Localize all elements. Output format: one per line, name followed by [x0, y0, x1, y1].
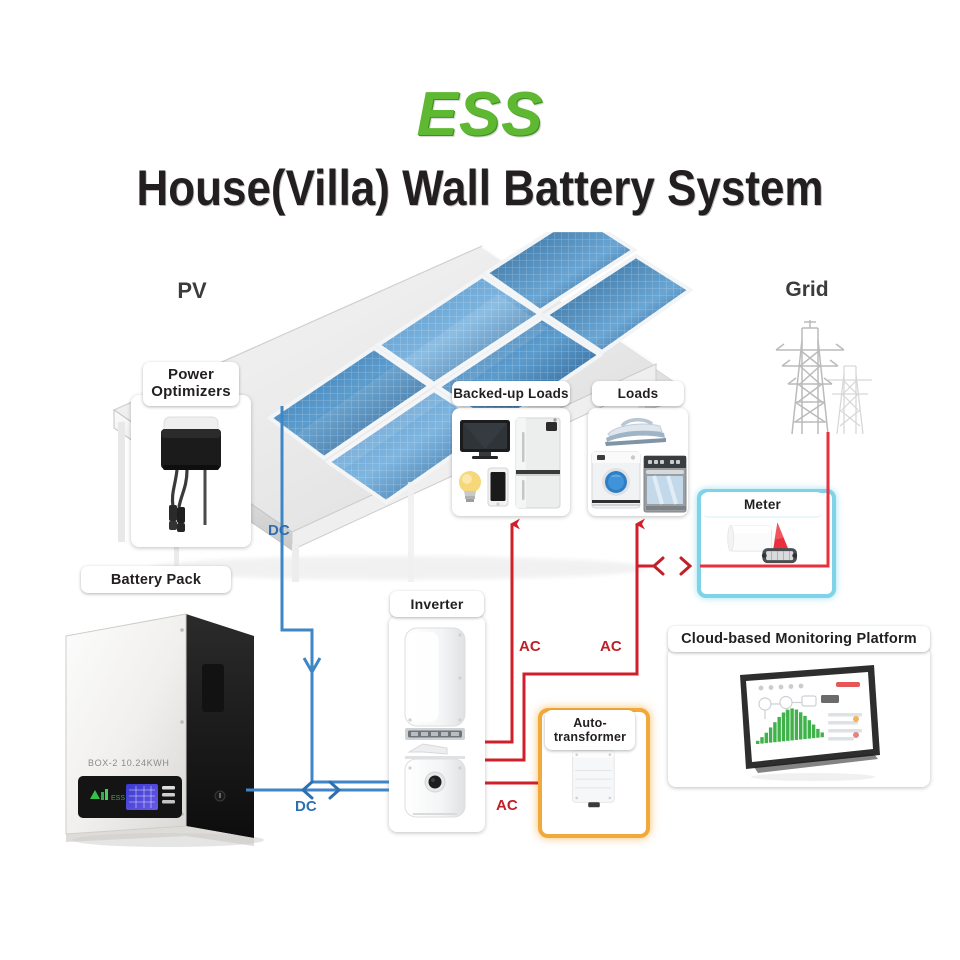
iron-icon	[605, 418, 666, 446]
dashboard-bar	[803, 715, 807, 740]
dc-direction-arrow	[302, 657, 322, 676]
wall-battery-icon: BOX-2 10.24KWH ESS	[65, 613, 264, 847]
ac-label-auto-transformer: AC	[496, 797, 518, 814]
dc-label-battery: DC	[295, 798, 317, 815]
battery-pack-label: Battery Pack	[81, 566, 231, 593]
washing-machine-icon	[591, 451, 641, 509]
backed-up-loads-appliances	[459, 417, 561, 509]
dashboard-bar	[773, 722, 777, 743]
loads-appliances	[591, 418, 687, 513]
ac-label-backed-up: AC	[519, 638, 541, 655]
auto-transformer-icon	[572, 749, 615, 808]
dashboard-bar	[811, 724, 816, 739]
grid-label: Grid	[785, 278, 829, 301]
dc-bidirectional-arrow	[300, 780, 342, 800]
svg-text:BOX-2 10.24KWH: BOX-2 10.24KWH	[88, 758, 169, 768]
dashboard-bar-chart	[756, 708, 824, 744]
inverter-label: Inverter	[390, 591, 484, 617]
power-optimizers-label-line2: Optimizers	[151, 383, 231, 400]
cloud-platform-label: Cloud-based Monitoring Platform	[668, 626, 930, 652]
television-icon	[460, 420, 510, 459]
power-optimizers-label: Power Optimizers	[143, 362, 239, 406]
ess-brand-title: ESS	[416, 80, 544, 149]
dashboard-bar	[768, 727, 773, 743]
dashboard-bar	[786, 709, 790, 741]
energy-meter-icon	[727, 522, 798, 564]
dashboard-bar	[790, 708, 794, 741]
pv-label: PV	[177, 278, 207, 303]
dashboard-bar	[820, 732, 824, 738]
auto-transformer-label: Auto- transformer	[545, 710, 635, 750]
power-optimizers-label-line1: Power	[167, 366, 214, 384]
power-optimizer-icon	[161, 416, 221, 532]
auto-transformer-label-line1: Auto-	[573, 716, 607, 730]
smartphone-icon	[487, 467, 509, 507]
dashboard-bar	[764, 732, 768, 744]
page-title: House(Villa) Wall Battery System	[136, 160, 824, 216]
dashboard-bar	[756, 740, 760, 744]
power-optimizers-panel	[131, 395, 251, 547]
backed-up-loads-panel	[452, 408, 570, 516]
cloud-platform-panel	[668, 647, 930, 787]
oven-icon	[643, 455, 687, 513]
meter-label: Meter	[703, 492, 822, 518]
backed-up-loads-label: Backed-up Loads	[452, 381, 570, 406]
refrigerator-icon	[515, 417, 561, 509]
dashboard-bar	[777, 716, 781, 742]
dashboard-bar	[807, 720, 811, 739]
dashboard-bar	[760, 737, 764, 744]
dashboard-bar	[794, 709, 799, 740]
tablet-dashboard-icon	[740, 665, 880, 781]
auto-transformer-label-line2: transformer	[553, 730, 627, 744]
dashboard-bar	[799, 712, 803, 740]
svg-text:ESS: ESS	[111, 795, 125, 802]
light-bulb-icon	[459, 471, 481, 502]
dashboard-bar	[781, 712, 786, 742]
inverter-icon	[404, 627, 466, 818]
loads-panel	[588, 408, 688, 516]
ac-label-loads: AC	[600, 638, 622, 655]
transmission-tower-icon	[775, 320, 872, 435]
dc-label-roof: DC	[268, 522, 290, 539]
dashboard-bar	[816, 728, 820, 738]
inverter-panel	[389, 616, 485, 832]
loads-label: Loads	[592, 381, 684, 406]
